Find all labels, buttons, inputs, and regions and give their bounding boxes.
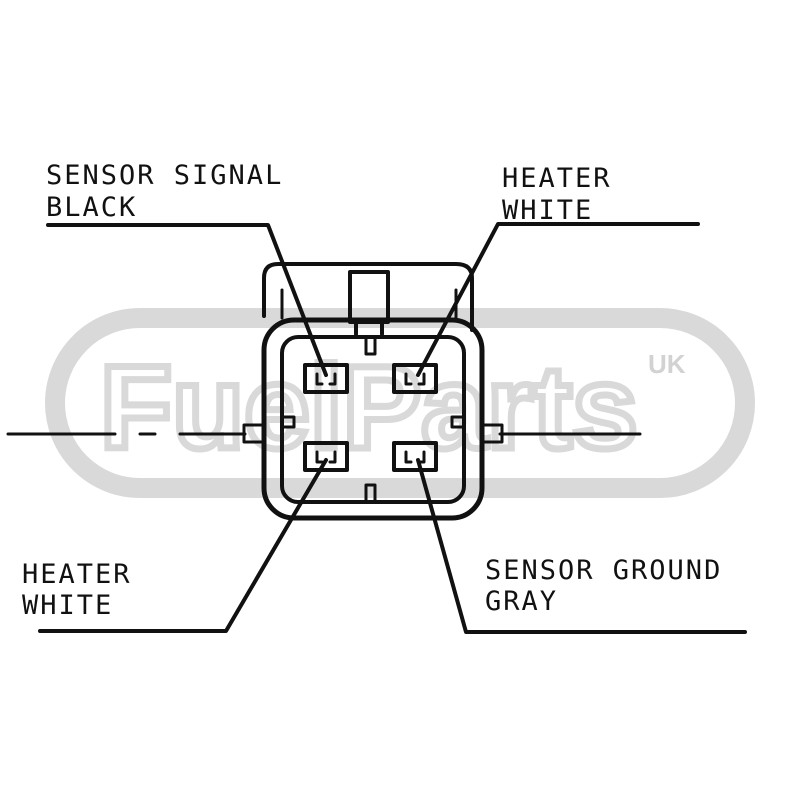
leader-sensor-signal xyxy=(46,223,328,377)
label-sensor-ground-line2: GRAY xyxy=(485,586,558,617)
label-heater-bottom: HEATER WHITE xyxy=(22,559,132,621)
pin-heater-bottom xyxy=(303,441,349,472)
top-keyway xyxy=(364,335,377,356)
label-heater-top: HEATER WHITE xyxy=(502,163,612,226)
pin-sensor-ground xyxy=(392,441,438,472)
label-sensor-signal-line2: BLACK xyxy=(46,192,137,223)
label-sensor-ground-line1: SENSOR GROUND xyxy=(485,555,722,586)
connector-outer-housing xyxy=(261,317,485,521)
leader-sensor-ground xyxy=(416,458,747,634)
pin-sensor-signal xyxy=(303,363,349,394)
leader-heater-bottom xyxy=(38,458,328,633)
leader-heater-top xyxy=(416,222,700,377)
pin-heater-top xyxy=(392,363,438,394)
label-sensor-signal: SENSOR SIGNAL BLACK xyxy=(46,160,283,223)
label-heater-top-line2: WHITE xyxy=(502,195,593,226)
left-side-notch xyxy=(280,415,296,429)
watermark: FuelParts UK xyxy=(45,308,755,498)
watermark-brand: FuelParts xyxy=(100,342,638,474)
watermark-region: UK xyxy=(648,349,686,379)
right-mounting-tab xyxy=(480,423,504,444)
right-side-notch xyxy=(450,415,466,429)
bottom-keyway xyxy=(364,483,377,504)
label-sensor-signal-line1: SENSOR SIGNAL xyxy=(46,160,283,191)
left-mounting-tab xyxy=(242,423,266,444)
label-heater-bottom-line1: HEATER xyxy=(22,559,132,590)
label-sensor-ground: SENSOR GROUND GRAY xyxy=(485,555,722,617)
pins xyxy=(303,363,438,472)
leader-lines xyxy=(38,222,747,634)
label-heater-bottom-line2: WHITE xyxy=(22,590,113,621)
label-heater-top-line1: HEATER xyxy=(502,163,612,194)
